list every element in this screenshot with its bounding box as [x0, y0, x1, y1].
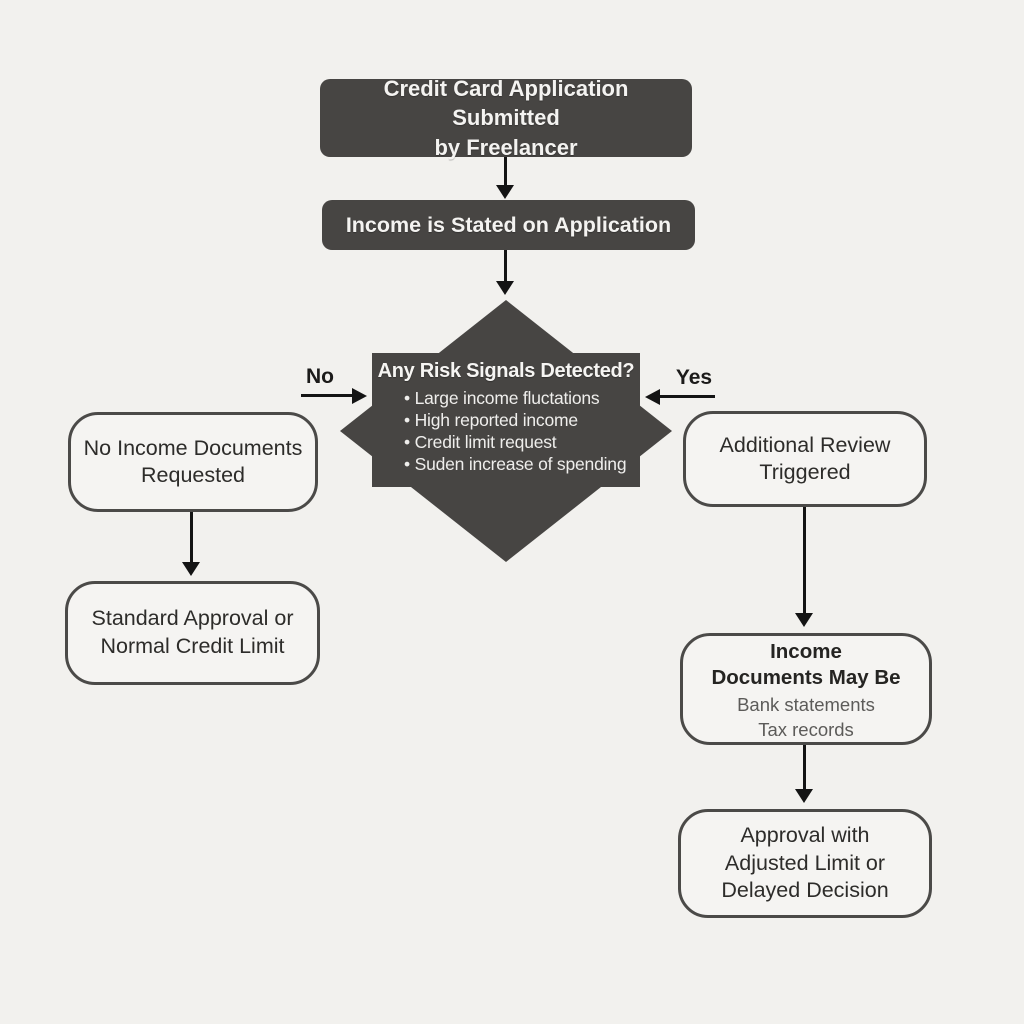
arrow-down-icon — [496, 281, 514, 295]
arrow-left-icon — [645, 389, 660, 405]
node-standard-approval: Standard Approval or Normal Credit Limit — [65, 581, 320, 685]
edge-income-to-decision — [504, 250, 507, 283]
edge-label-yes: Yes — [675, 366, 713, 389]
decision-bullet: Credit limit request — [404, 431, 640, 453]
edge-review-to-docs — [803, 507, 806, 615]
arrow-down-icon — [182, 562, 200, 576]
node-adjusted-approval: Approval with Adjusted Limit or Delayed … — [678, 809, 932, 918]
node-income-documents: Income Documents May Be Bank statements … — [680, 633, 932, 745]
edge-start-to-income — [504, 157, 507, 187]
node-additional-review: Additional Review Triggered — [683, 411, 927, 507]
node-no-income-documents: No Income Documents Requested — [68, 412, 318, 512]
arrow-down-icon — [795, 789, 813, 803]
arrow-right-icon — [352, 388, 367, 404]
decision-bullet: Large income fluctations — [404, 387, 640, 409]
edge-nodocs-to-standard — [190, 512, 193, 564]
income-documents-item: Tax records — [758, 718, 854, 740]
edge-no-line — [301, 394, 353, 397]
arrow-down-icon — [496, 185, 514, 199]
decision-bullet: High reported income — [404, 409, 640, 431]
income-documents-title: Income Documents May Be — [711, 640, 901, 689]
income-documents-item: Bank statements — [737, 693, 875, 715]
decision-title: Any Risk Signals Detected? — [377, 360, 635, 382]
node-income-stated: Income is Stated on Application — [322, 200, 695, 250]
edge-yes-line — [660, 395, 715, 398]
edge-docs-to-approval — [803, 745, 806, 791]
decision-bullet: Suden increase of spending — [404, 453, 640, 475]
node-application-submitted: Credit Card Application Submitted by Fre… — [320, 76, 692, 160]
arrow-down-icon — [795, 613, 813, 627]
decision-panel: Any Risk Signals Detected? Large income … — [372, 353, 640, 487]
edge-label-no: No — [306, 365, 334, 388]
decision-bullet-list: Large income fluctations High reported i… — [372, 387, 640, 475]
